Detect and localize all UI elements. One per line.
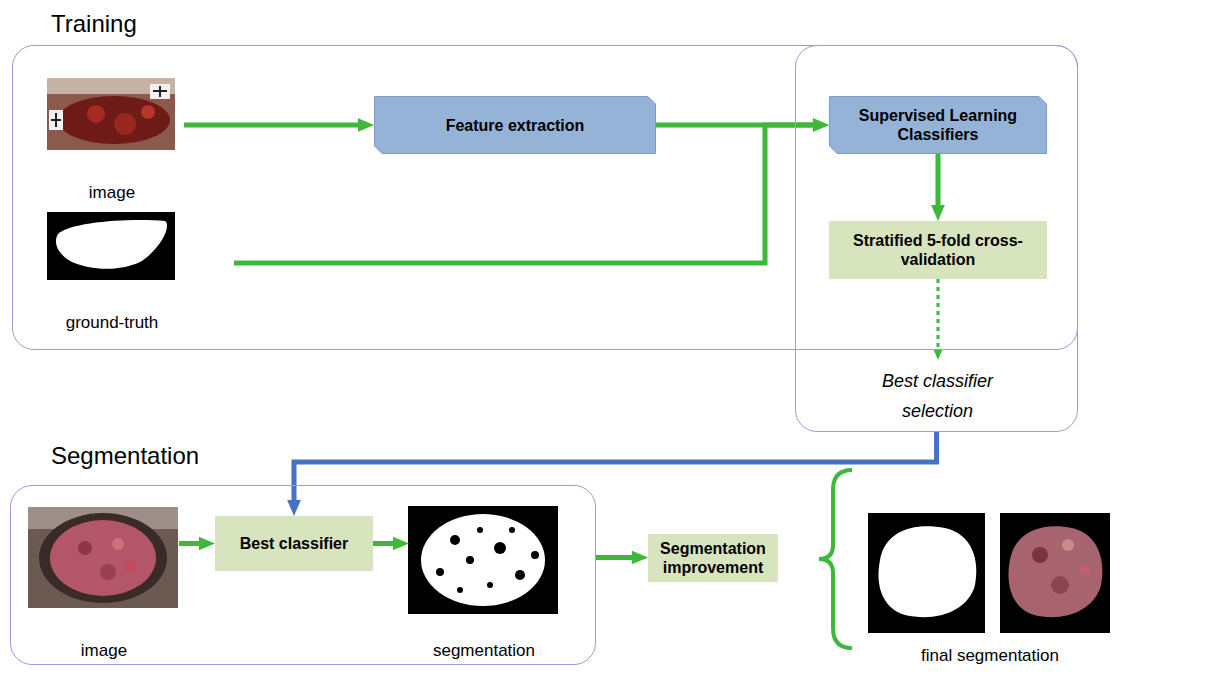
image-caption: image [89,183,135,203]
segmented-wound [1008,526,1102,617]
tag-mark [153,86,167,97]
mask-image [47,212,175,280]
wound-tissue [141,105,155,119]
training-group: imageground-truthFeature extractionTrain… [12,45,1078,350]
box-label: Feature extraction [436,116,595,135]
flow-arrow [373,541,393,546]
wound-photo [28,507,178,608]
process-box: Feature extraction [374,96,656,154]
mask-hole [466,556,474,564]
box-outline [830,97,1047,154]
flow-arrow [184,123,358,128]
wound-area [58,96,170,144]
wound-tissue [1080,565,1090,575]
flow-arrow [294,432,937,500]
image-caption: image [81,641,127,661]
photo-tag [150,84,170,99]
segmented-photo [1000,513,1110,633]
validation-box: Stratified 5-fold cross-validation [829,221,1047,279]
wound-area [50,520,156,596]
bracket [819,470,852,648]
photo-tag [49,110,63,130]
image-node: image [29,508,179,609]
box-label: Stratified 5-fold cross-validation [829,231,1047,269]
wound-tissue [125,561,135,571]
box-label: Best classifier [230,534,359,553]
image-caption: segmentation [433,641,535,661]
mask-image [868,513,985,633]
segmentation-group: imageBest classifiersegmentationSegmenta… [10,485,596,665]
wound-tissue [1032,547,1048,563]
mask-hole [436,568,444,576]
mask-image [408,506,558,614]
segmentation-node: segmentation [409,507,559,615]
box-label: Supervised Learning Classifiers [829,106,1047,144]
mask-region [421,514,545,606]
wound-tissue [78,541,92,555]
wound-tissue [1062,539,1074,551]
improvement-box: Segmentation improvement [648,534,778,582]
mask-region [878,526,976,617]
mask-hole [509,527,515,533]
box-label: Segmentation improvement [648,539,778,577]
selection-label: Best classifier selection [863,366,1013,426]
box-shape [829,96,1047,154]
flow-arrow [596,555,632,560]
box-outline [375,97,656,154]
group-heading: Training [51,10,137,38]
wound-tissue [87,105,105,123]
wound-rim [39,513,167,603]
tag-mark [51,113,61,127]
flow-arrow [936,154,941,205]
mask-hole [487,582,493,588]
mask-hole [477,527,483,533]
image-node: image [48,79,176,151]
mask-hole [531,551,539,559]
flow-arrow [937,279,940,349]
mask-hole [450,535,460,545]
wound-tissue [112,538,124,550]
mask-hole [457,587,463,593]
mask-region [56,220,167,269]
selection-group: Supervised Learning ClassifiersStratifie… [795,45,1078,432]
wound-tissue [114,113,136,135]
figure-label: final segmentation [921,646,1059,666]
wound-tissue [1051,576,1069,594]
ground-truth-node: ground-truth [48,213,176,281]
image-caption: ground-truth [66,313,159,333]
mask-hole [515,570,525,580]
mask-hole [494,542,506,554]
classifier-box: Best classifier [215,516,373,571]
flow-arrow [179,541,199,546]
wound-photo [47,78,175,150]
wound-tissue [100,564,116,580]
process-box: Supervised Learning Classifiers [829,96,1047,154]
group-heading: Segmentation [51,442,199,470]
